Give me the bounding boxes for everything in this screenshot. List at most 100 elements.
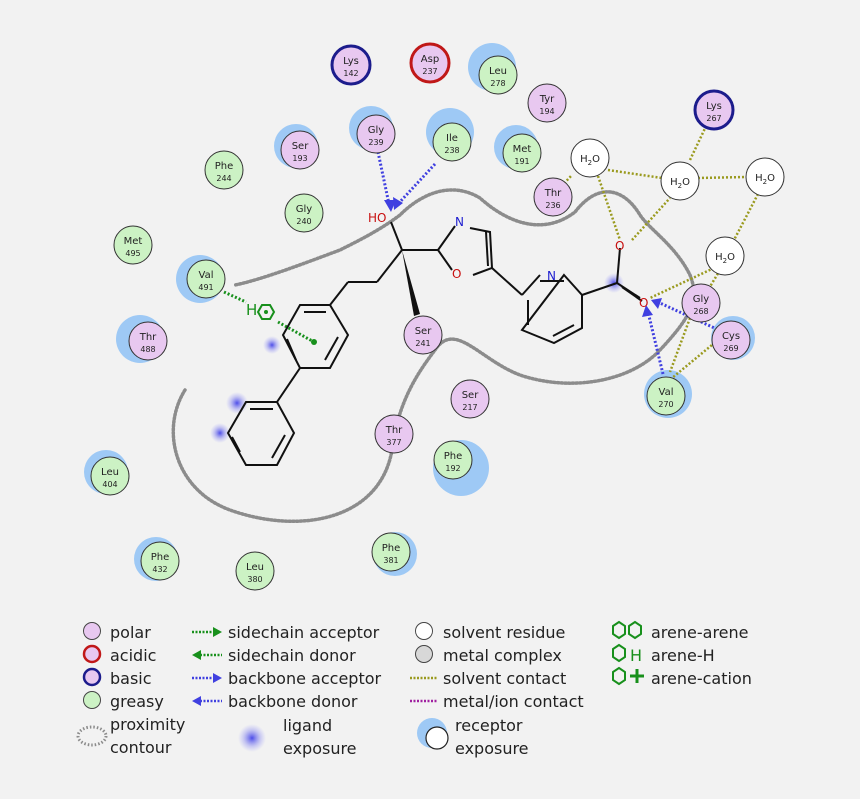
water-label: H2O bbox=[670, 177, 690, 190]
legend-greasy-label: greasy bbox=[110, 692, 164, 711]
legend-receptor-exposure-label-1: receptor bbox=[455, 716, 523, 735]
residue-number: 240 bbox=[296, 217, 311, 226]
residue-number: 380 bbox=[247, 575, 262, 584]
residue-disc bbox=[330, 44, 372, 86]
residue-disc bbox=[280, 130, 320, 170]
ligand-exposure-marker bbox=[210, 423, 230, 443]
legend-proximity-label-1: proximity bbox=[110, 715, 185, 734]
residue-name: Phe bbox=[215, 161, 234, 172]
residue-number: 217 bbox=[462, 403, 477, 412]
legend-basic-swatch bbox=[82, 667, 102, 687]
oxazole-nitrogen-label: N bbox=[455, 215, 464, 229]
residue-name: Thr bbox=[139, 332, 157, 343]
residue-number: 244 bbox=[216, 174, 231, 183]
residue-ser217: Ser 217 bbox=[450, 379, 490, 419]
residue-gly240: Gly 240 bbox=[284, 193, 324, 233]
carbonyl-oxygen-label: O bbox=[615, 239, 624, 253]
residue-number: 269 bbox=[723, 344, 738, 353]
residue-name: Cys bbox=[722, 331, 740, 342]
ligand-exposure-marker bbox=[263, 336, 281, 354]
residue-disc bbox=[128, 321, 168, 361]
residue-name: Leu bbox=[489, 66, 507, 77]
residue-name: Lys bbox=[706, 101, 722, 112]
proximity-contour bbox=[171, 188, 696, 524]
water-label: H2O bbox=[580, 154, 600, 167]
residue-gly268: Gly 268 bbox=[681, 283, 721, 323]
water-disc bbox=[705, 236, 745, 276]
residue-name: Ser bbox=[415, 326, 433, 337]
legend-receptor-exposure-label-2: exposure bbox=[455, 739, 529, 758]
oxazole-oxygen-label: O bbox=[452, 267, 461, 281]
residue-number: 377 bbox=[386, 438, 401, 447]
carboxyl-oxygen-label: O bbox=[639, 296, 648, 310]
residue-number: 236 bbox=[545, 201, 560, 210]
wedge-bond bbox=[402, 250, 420, 316]
water-disc bbox=[745, 157, 785, 197]
residue-name: Gly bbox=[693, 294, 710, 305]
residue-name: Lys bbox=[343, 56, 359, 67]
legend-solvent-contact-label: solvent contact bbox=[443, 669, 566, 688]
residue-lys267: Lys 267 bbox=[693, 89, 735, 131]
residue-name: Leu bbox=[246, 562, 264, 573]
water-w1: H2O bbox=[570, 138, 610, 178]
residue-number: 267 bbox=[706, 114, 721, 123]
residue-disc bbox=[235, 551, 275, 591]
residue-disc bbox=[186, 259, 226, 299]
residue-disc bbox=[527, 83, 567, 123]
residue-val491: Val 491 bbox=[186, 259, 226, 299]
legend-arene-cation-icon bbox=[612, 666, 626, 686]
legend-backbone-donor-arrow bbox=[192, 696, 201, 706]
legend-arene-cation-plus bbox=[630, 669, 644, 683]
residue-number: 381 bbox=[383, 556, 398, 565]
legend-arene-h-label: arene-H bbox=[651, 646, 715, 665]
residue-name: Ser bbox=[462, 390, 480, 401]
residue-name: Thr bbox=[544, 188, 562, 199]
residue-number: 432 bbox=[152, 565, 167, 574]
residue-name: Gly bbox=[296, 204, 313, 215]
legend-backbone-acceptor-label: backbone acceptor bbox=[228, 669, 382, 688]
residue-number: 239 bbox=[368, 138, 383, 147]
legend-basic-label: basic bbox=[110, 669, 152, 688]
arene-h-contact-line bbox=[277, 320, 315, 344]
legend-sidechain-acceptor-arrow bbox=[213, 627, 222, 637]
residue-number: 278 bbox=[490, 79, 505, 88]
residue-number: 237 bbox=[422, 67, 437, 76]
residue-phe244: Phe 244 bbox=[204, 150, 244, 190]
legend-acidic-swatch bbox=[82, 644, 102, 664]
residue-number: 191 bbox=[514, 157, 529, 166]
residue-disc bbox=[140, 541, 180, 581]
residue-name: Leu bbox=[101, 467, 119, 478]
legend: polar acidic basic greasy proximity cont… bbox=[76, 620, 752, 758]
legend-backbone-donor-label: backbone donor bbox=[228, 692, 358, 711]
solvent-contacts bbox=[552, 121, 760, 379]
residue-name: Met bbox=[124, 236, 143, 247]
residue-disc bbox=[646, 376, 686, 416]
residue-number: 491 bbox=[198, 283, 213, 292]
residue-disc bbox=[533, 177, 573, 217]
residue-name: Phe bbox=[382, 543, 401, 554]
ligand-skeleton bbox=[226, 221, 643, 466]
residue-disc bbox=[478, 55, 518, 95]
legend-polar-label: polar bbox=[110, 623, 151, 642]
legend-arene-h-icon bbox=[612, 643, 626, 663]
residue-disc bbox=[374, 414, 414, 454]
residue-number: 194 bbox=[539, 107, 554, 116]
water-label: H2O bbox=[715, 252, 735, 265]
legend-metal-complex-swatch bbox=[415, 645, 433, 663]
residue-number: 193 bbox=[292, 154, 307, 163]
residue-name: Val bbox=[199, 270, 214, 281]
legend-metal-complex-label: metal complex bbox=[443, 646, 562, 665]
residue-name: Ile bbox=[446, 133, 458, 144]
residue-name: Phe bbox=[444, 451, 463, 462]
residue-number: 268 bbox=[693, 307, 708, 316]
legend-arene-cation-label: arene-cation bbox=[651, 669, 752, 688]
residue-disc bbox=[371, 532, 411, 572]
residue-disc bbox=[450, 379, 490, 419]
